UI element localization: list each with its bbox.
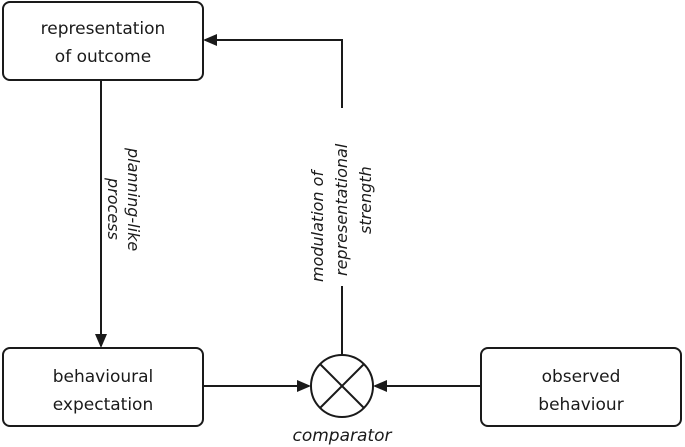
edge-modulation-line2: representational (332, 143, 351, 276)
node-observed-line2: behaviour (538, 395, 623, 415)
edge-modulation-label-bg (300, 108, 380, 286)
comparator-symbol (310, 354, 374, 418)
edge-modulation-line1: modulation of (308, 169, 327, 282)
node-observed-line1: observed (542, 367, 621, 387)
node-behavioural-expectation: behavioural expectation (2, 347, 204, 427)
edge-modulation-label: modulation of representational strength (308, 143, 375, 282)
edge-modulation-line3: strength (356, 166, 375, 234)
node-representation-of-outcome: representation of outcome (2, 1, 204, 81)
node-expectation-line2: expectation (53, 395, 153, 415)
node-outcome-line2: of outcome (55, 47, 151, 67)
node-expectation-line1: behavioural (53, 367, 154, 387)
comparator-label: comparator (293, 426, 393, 446)
edge-planning-line2: process (104, 177, 123, 240)
edge-planning-label: planning-like process (104, 147, 143, 251)
edge-planning-line1: planning-like (124, 147, 143, 251)
node-observed-behaviour: observed behaviour (480, 347, 682, 427)
node-outcome-line1: representation (41, 19, 166, 39)
